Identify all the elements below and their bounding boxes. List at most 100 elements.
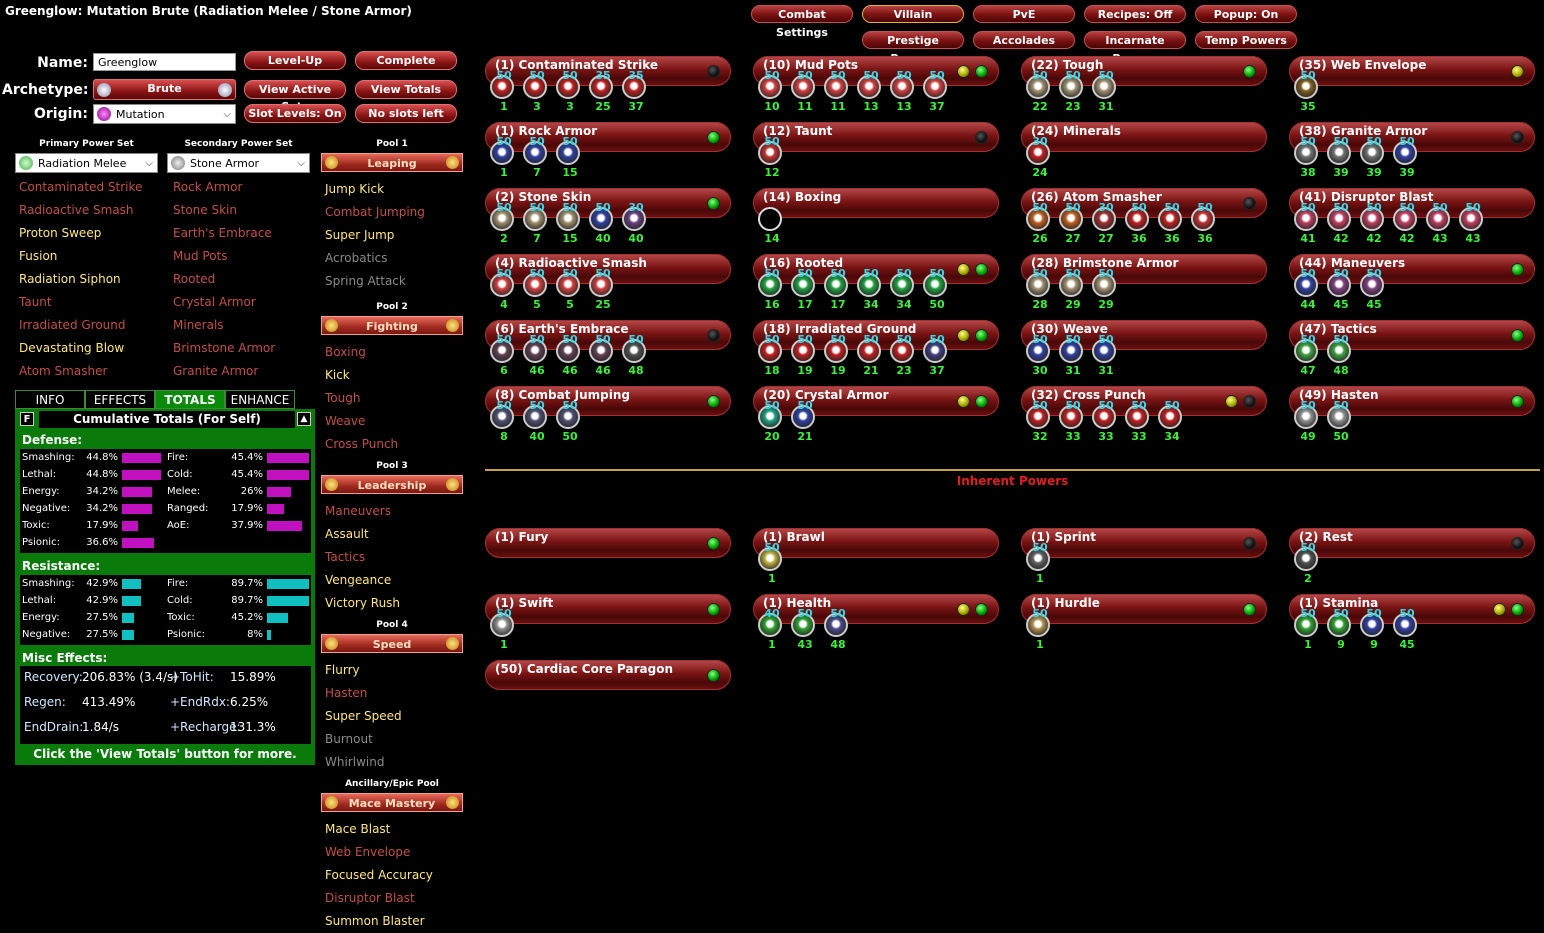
- black-led-icon[interactable]: [707, 329, 720, 342]
- view-totals-button[interactable]: View Totals: [355, 80, 457, 99]
- power-list-item[interactable]: Mud Pots: [173, 249, 228, 263]
- pool-power-item[interactable]: Super Speed: [325, 709, 402, 723]
- no-slots-left-button[interactable]: No slots left: [355, 104, 457, 123]
- power-bar[interactable]: (20) Crystal Armor: [753, 386, 999, 416]
- combat-settings-button[interactable]: Combat Settings: [751, 5, 853, 39]
- power-bar[interactable]: (44) Maneuvers: [1289, 254, 1535, 284]
- slot-levels-button[interactable]: Slot Levels: On: [244, 104, 346, 123]
- power-bar[interactable]: (1) Brawl: [753, 528, 999, 558]
- yellow-led-icon[interactable]: [1493, 603, 1506, 616]
- yellow-led-icon[interactable]: [957, 329, 970, 342]
- black-led-icon[interactable]: [1243, 537, 1256, 550]
- tab-enhance[interactable]: ENHANCE: [225, 390, 295, 409]
- pool-select-leadership[interactable]: Leadership: [321, 475, 463, 494]
- power-bar[interactable]: (35) Web Envelope: [1289, 56, 1535, 86]
- power-list-item[interactable]: Crystal Armor: [173, 295, 256, 309]
- pool-power-item[interactable]: Disruptor Blast: [325, 891, 415, 905]
- f-button[interactable]: F: [20, 412, 34, 426]
- green-led-icon[interactable]: [975, 329, 988, 342]
- green-led-icon[interactable]: [1243, 65, 1256, 78]
- view-active-sets-button[interactable]: View Active Sets: [244, 80, 346, 113]
- power-list-item[interactable]: Granite Armor: [173, 364, 259, 378]
- power-bar[interactable]: (1) Hurdle: [1021, 594, 1267, 624]
- tab-info[interactable]: INFO: [15, 390, 85, 409]
- pool-power-item[interactable]: Whirlwind: [325, 755, 385, 769]
- black-led-icon[interactable]: [1243, 197, 1256, 210]
- pool-power-item[interactable]: Web Envelope: [325, 845, 411, 859]
- power-list-item[interactable]: Minerals: [173, 318, 224, 332]
- power-bar[interactable]: (1) Fury: [485, 528, 731, 558]
- green-led-icon[interactable]: [707, 131, 720, 144]
- power-list-item[interactable]: Proton Sweep: [19, 226, 102, 240]
- pool-power-item[interactable]: Jump Kick: [325, 182, 385, 196]
- popup-button[interactable]: Popup: On: [1195, 5, 1297, 23]
- power-list-item[interactable]: Contaminated Strike: [19, 180, 143, 194]
- yellow-led-icon[interactable]: [957, 263, 970, 276]
- power-bar[interactable]: (1) Rock Armor: [485, 122, 731, 152]
- green-led-icon[interactable]: [975, 603, 988, 616]
- green-led-icon[interactable]: [1511, 395, 1524, 408]
- yellow-led-icon[interactable]: [1225, 395, 1238, 408]
- secondary-set-select[interactable]: Stone Armor ⌵: [167, 153, 310, 173]
- primary-set-select[interactable]: Radiation Melee ⌵: [15, 153, 158, 173]
- origin-select[interactable]: Mutation ⌵: [93, 104, 236, 124]
- pool-power-item[interactable]: Mace Blast: [325, 822, 391, 836]
- power-list-item[interactable]: Taunt: [19, 295, 52, 309]
- power-list-item[interactable]: Brimstone Armor: [173, 341, 276, 355]
- prestige-powers-button[interactable]: Prestige Powers: [862, 31, 964, 65]
- power-list-item[interactable]: Atom Smasher: [19, 364, 108, 378]
- pool-power-item[interactable]: Super Jump: [325, 228, 395, 242]
- black-led-icon[interactable]: [707, 65, 720, 78]
- tab-effects[interactable]: EFFECTS: [85, 390, 155, 409]
- villain-button[interactable]: Villain: [862, 5, 964, 23]
- incarnate-powers-button[interactable]: Incarnate Powers: [1084, 31, 1186, 65]
- power-list-item[interactable]: Stone Skin: [173, 203, 237, 217]
- green-led-icon[interactable]: [707, 395, 720, 408]
- green-led-icon[interactable]: [1511, 603, 1524, 616]
- power-list-item[interactable]: Radioactive Smash: [19, 203, 134, 217]
- name-input[interactable]: Greenglow: [93, 53, 236, 71]
- power-list-item[interactable]: Devastating Blow: [19, 341, 125, 355]
- yellow-led-icon[interactable]: [957, 395, 970, 408]
- pool-select-mace-mastery[interactable]: Mace Mastery: [321, 793, 463, 812]
- pool-power-item[interactable]: Spring Attack: [325, 274, 406, 288]
